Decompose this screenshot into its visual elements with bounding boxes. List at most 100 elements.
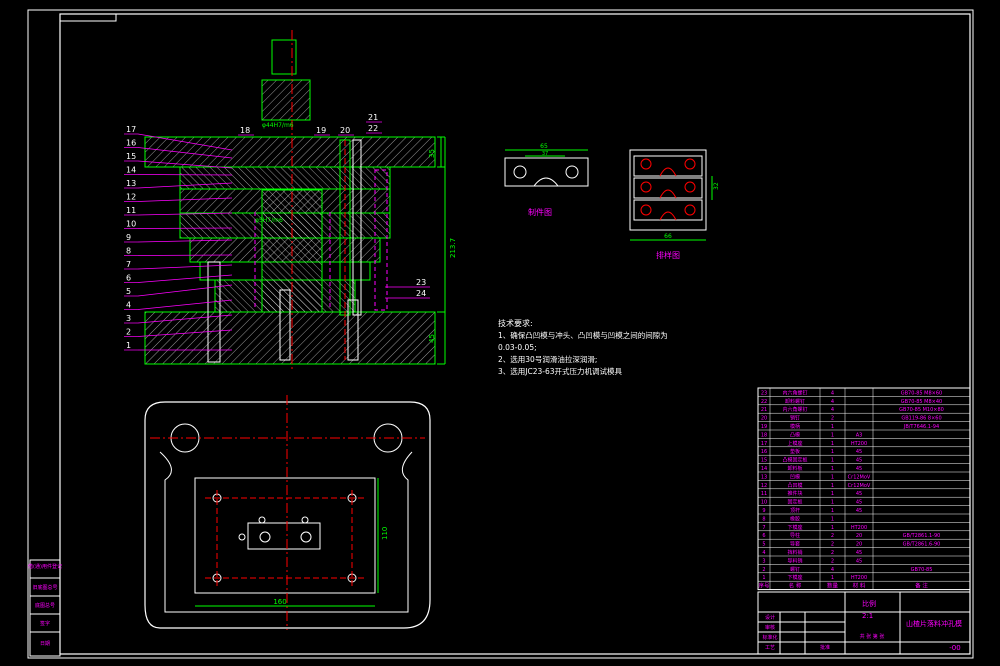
bom-cell: 13 (761, 474, 767, 480)
bom-cell: 8 (762, 516, 765, 522)
bom-cell: 20 (856, 533, 862, 539)
part-number-right: 23 (416, 278, 426, 287)
bom-cell: 17 (761, 441, 767, 447)
part-number-left: 12 (126, 193, 136, 202)
leader-line (137, 329, 233, 337)
bom-cell: 45 (856, 558, 862, 564)
bom-cell: 卸料螺钉 (785, 398, 805, 405)
leader-line (137, 212, 233, 216)
bom-cell: 4 (831, 567, 834, 573)
stamp-label-3: 签字 (40, 620, 50, 627)
bom-cell: 45 (856, 500, 862, 506)
bom-cell: 内六角螺钉 (782, 389, 807, 396)
bom-cell: 1 (831, 466, 834, 472)
bom-cell: 10 (761, 500, 767, 506)
bom-cell: 1 (831, 441, 834, 447)
tech-note-line-3: 3、选用JC23-63开式压力机调试模具 (498, 366, 623, 376)
bom-cell: 18 (761, 432, 767, 438)
part-number-top: 18 (240, 126, 250, 135)
bom-cell: Cr12MoV (848, 474, 871, 480)
bom-cell: 1 (831, 474, 834, 480)
left-stamp: 借(通)用件登记 旧底图总号 底图总号 签字 日期 (28, 559, 62, 657)
bom-cell: 45 (856, 449, 862, 455)
bom-cell: 凹模 (790, 473, 800, 480)
leader-line (137, 274, 233, 283)
leader-line (137, 299, 233, 310)
bom-cell: 45 (856, 466, 862, 472)
tb-drawing-no: -00 (949, 644, 960, 652)
bom-cell: 1 (762, 575, 765, 581)
bom-cell: 1 (831, 449, 834, 455)
bom-cell: 45 (856, 458, 862, 464)
part-number-left: 11 (126, 206, 136, 215)
bom-cell: GB70-85 M10×80 (899, 407, 944, 413)
bom-cell: 11 (761, 491, 767, 497)
leader-line (137, 264, 233, 270)
part-number-left: 17 (126, 125, 136, 134)
bom-cell: GB70-85 (911, 567, 933, 573)
bom-cell: 橡胶 (790, 515, 800, 522)
part-number-top: 22 (368, 124, 378, 133)
bom-cell: 凸模 (790, 431, 800, 438)
drawing-frame (27, 9, 974, 659)
bom-cell: 4 (831, 390, 834, 396)
layout-view-label: 排样图 (656, 250, 680, 260)
bom-cell: 下模座 (787, 574, 802, 581)
dim-top-stack: 35 (428, 149, 436, 158)
bom-cell: 20 (856, 542, 862, 548)
part-number-left: 14 (126, 166, 136, 175)
bom-cell: 1 (831, 500, 834, 506)
part-number-left: 9 (126, 233, 131, 242)
leader-line (137, 133, 233, 151)
dim-detail2-width: 66 (664, 233, 672, 240)
tb-standard: 标准化 (762, 634, 777, 641)
bom-cell: 1 (831, 424, 834, 430)
bom-cell: 2 (831, 558, 834, 564)
tb-designer: 设计 (765, 614, 775, 621)
dim-detail1-width: 65 (540, 143, 548, 150)
bom-cell: GB/T2861.1-90 (903, 533, 941, 539)
part-number-left: 13 (126, 179, 136, 188)
bom-cell: 2 (831, 533, 834, 539)
bom-header-cell: 材 料 (853, 582, 866, 590)
part-view-label: 制件图 (528, 207, 552, 217)
bom-cell: 2 (831, 416, 834, 422)
tech-notes-title: 技术要求: (498, 318, 533, 328)
bom-cell: 1 (831, 516, 834, 522)
dim-fit-label-2: φ5H7/m6 (255, 217, 283, 224)
bom-cell: 1 (831, 458, 834, 464)
bom-cell: 19 (761, 424, 767, 430)
bom-cell: 垫板 (790, 448, 800, 455)
bom-cell: 4 (831, 399, 834, 405)
part-number-left: 1 (126, 341, 131, 350)
stamp-label-2: 底图总号 (35, 602, 55, 609)
bom-cell: 16 (761, 449, 767, 455)
bom-cell: 推件块 (787, 490, 802, 497)
bom-cell: 12 (761, 483, 767, 489)
bom-cell: 45 (856, 550, 862, 556)
part-number-left: 6 (126, 274, 131, 283)
bom-cell: 4 (762, 550, 765, 556)
leader-line (137, 197, 233, 202)
plan-view: 160 110 (144, 395, 431, 630)
bom-cell: 1 (831, 508, 834, 514)
tb-checker: 审核 (765, 624, 775, 631)
bom-cell: JB/T7646.1-94 (903, 424, 939, 430)
part-number-top: 21 (368, 113, 378, 122)
bom-cell: 22 (761, 399, 767, 405)
dim-detail2-height: 32 (713, 182, 720, 190)
leader-line (137, 239, 233, 243)
tech-note-line-0: 1、确保凸凹模与冲头、凸凹模与凹模之间的间隙为 (498, 330, 668, 340)
part-number-left: 10 (126, 220, 136, 229)
leader-line (137, 284, 233, 297)
leader-line (137, 160, 233, 169)
dim-fit-label: φ44H7/m6 (262, 122, 294, 129)
tb-scale-value: 2:1 (862, 612, 873, 620)
leader-line (137, 182, 233, 189)
leader-line (137, 147, 233, 159)
bom-header-cell: 数量 (827, 582, 839, 590)
bom-cell: 上模座 (787, 440, 802, 447)
bom-cell: HT200 (851, 575, 867, 581)
